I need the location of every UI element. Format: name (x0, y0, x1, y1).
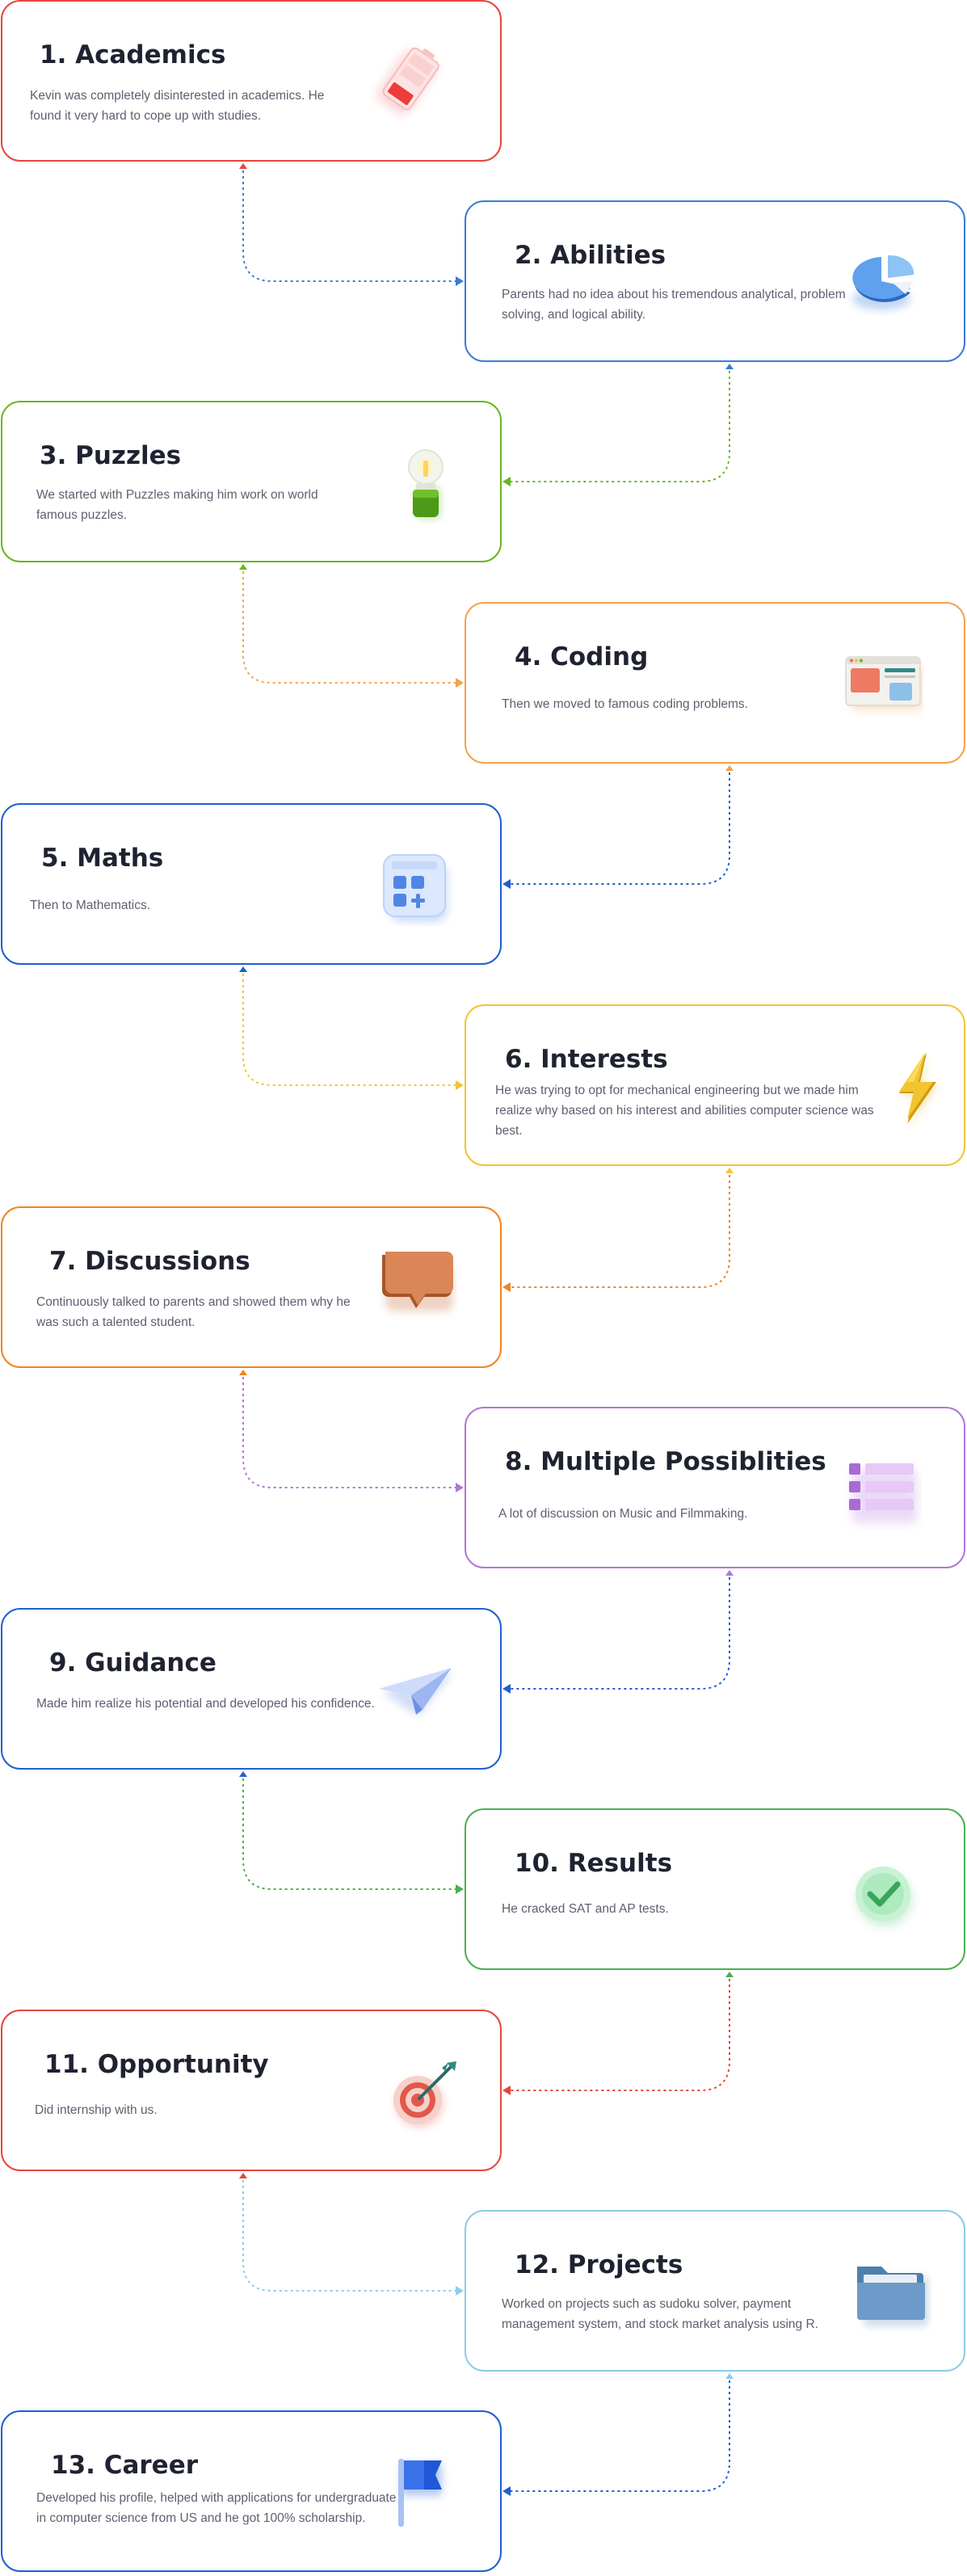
card-13: 13. Career Developed his profile, helped… (1, 2410, 502, 2572)
card-description: Worked on projects such as sudoku solver… (502, 2297, 818, 2331)
connector-arrowhead (456, 678, 464, 688)
connector-arrowhead (502, 879, 511, 889)
connector-line (242, 165, 458, 282)
card-title: 13. Career (51, 2451, 199, 2480)
card-title: 6. Interests (505, 1045, 668, 1074)
connector-line (242, 1773, 458, 1890)
connector-arrowhead (456, 1884, 464, 1894)
connector-arrowhead (502, 1282, 511, 1292)
connector-start-marker (239, 1771, 247, 1777)
card-description: Developed his profile, helped with appli… (36, 2491, 397, 2525)
card-3: 3. Puzzles We started with Puzzles makin… (1, 401, 502, 562)
connector-line (242, 968, 458, 1086)
connector-arrowhead (456, 1483, 464, 1492)
card-5: 5. Maths Then to Mathematics. (1, 803, 502, 965)
card-description: Continuously talked to parents and showe… (36, 1295, 351, 1329)
card-title: 10. Results (515, 1849, 673, 1878)
card-8: 8. Multiple Possiblities A lot of discus… (465, 1407, 965, 1568)
battery-low-icon (369, 40, 450, 121)
connector-line (508, 2375, 730, 2492)
browser-window-icon (843, 641, 923, 722)
card-1: 1. Academics Kevin was completely disint… (1, 0, 502, 162)
card-description: Did internship with us. (35, 2103, 158, 2117)
connector-start-marker (725, 2373, 734, 2379)
card-description: We started with Puzzles making him work … (36, 488, 318, 522)
connector-line (242, 566, 458, 684)
card-7: 7. Discussions Continuously talked to pa… (1, 1206, 502, 1368)
card-description: Then we moved to famous coding problems. (502, 697, 748, 711)
connector-start-marker (725, 364, 734, 369)
card-description: He cracked SAT and AP tests. (502, 1902, 669, 1916)
calculator-icon (374, 845, 455, 926)
card-title: 3. Puzzles (40, 441, 182, 470)
connector-start-marker (725, 1570, 734, 1576)
pie-chart-icon (843, 246, 923, 326)
card-description: Then to Mathematics. (30, 899, 151, 912)
card-10: 10. Results He cracked SAT and AP tests. (465, 1808, 965, 1970)
card-title: 7. Discussions (49, 1247, 250, 1276)
card-11: 11. Opportunity Did internship with us. (1, 2010, 502, 2171)
checklist-icon (841, 1449, 922, 1530)
target-icon (384, 2055, 465, 2136)
connector-start-marker (239, 564, 247, 570)
card-description: A lot of discussion on Music and Filmmak… (498, 1507, 748, 1521)
card-title: 12. Projects (515, 2250, 683, 2279)
speech-bubble-icon (377, 1244, 458, 1324)
connector-arrowhead (456, 1080, 464, 1090)
card-description: Made him realize his potential and devel… (36, 1697, 375, 1711)
connector-line (508, 365, 730, 482)
checkmark-icon (843, 1854, 923, 1934)
card-title: 8. Multiple Possiblities (505, 1447, 826, 1476)
card-title: 1. Academics (40, 40, 226, 69)
lightbulb-icon (385, 446, 466, 527)
card-description: Kevin was completely disinterested in ac… (30, 89, 325, 123)
card-description: Parents had no idea about his tremendous… (502, 288, 846, 322)
connector-line (508, 1572, 730, 1690)
connector-line (508, 1973, 730, 2091)
paper-plane-icon (376, 1652, 456, 1732)
connector-start-marker (239, 163, 247, 169)
card-4: 4. Coding Then we moved to famous coding… (465, 602, 965, 764)
card-description: He was trying to opt for mechanical engi… (495, 1084, 874, 1138)
card-9: 9. Guidance Made him realize his potenti… (1, 1608, 502, 1770)
folder-icon (851, 2252, 931, 2333)
flag-icon (382, 2452, 463, 2533)
connector-line (508, 767, 730, 885)
connector-line (242, 2174, 458, 2292)
connector-arrowhead (502, 2086, 511, 2095)
connector-start-marker (239, 1370, 247, 1375)
card-12: 12. Projects Worked on projects such as … (465, 2210, 965, 2372)
card-6: 6. Interests He was trying to opt for me… (465, 1004, 965, 1166)
connector-arrowhead (456, 276, 464, 286)
connector-arrowhead (502, 2486, 511, 2496)
card-title: 9. Guidance (49, 1648, 217, 1677)
connector-line (508, 1169, 730, 1288)
connector-start-marker (725, 1972, 734, 1977)
connector-arrowhead (456, 2286, 464, 2296)
card-2: 2. Abilities Parents had no idea about h… (465, 200, 965, 362)
connector-start-marker (725, 765, 734, 771)
lightning-bolt-icon (878, 1050, 959, 1130)
connector-arrowhead (502, 1684, 511, 1694)
card-title: 5. Maths (41, 844, 164, 873)
card-title: 11. Opportunity (44, 2050, 269, 2079)
connector-start-marker (725, 1168, 734, 1173)
connector-start-marker (239, 966, 247, 972)
connector-arrowhead (502, 477, 511, 486)
card-title: 4. Coding (515, 642, 649, 671)
connector-start-marker (239, 2173, 247, 2178)
connector-line (242, 1371, 458, 1488)
card-title: 2. Abilities (515, 241, 666, 270)
